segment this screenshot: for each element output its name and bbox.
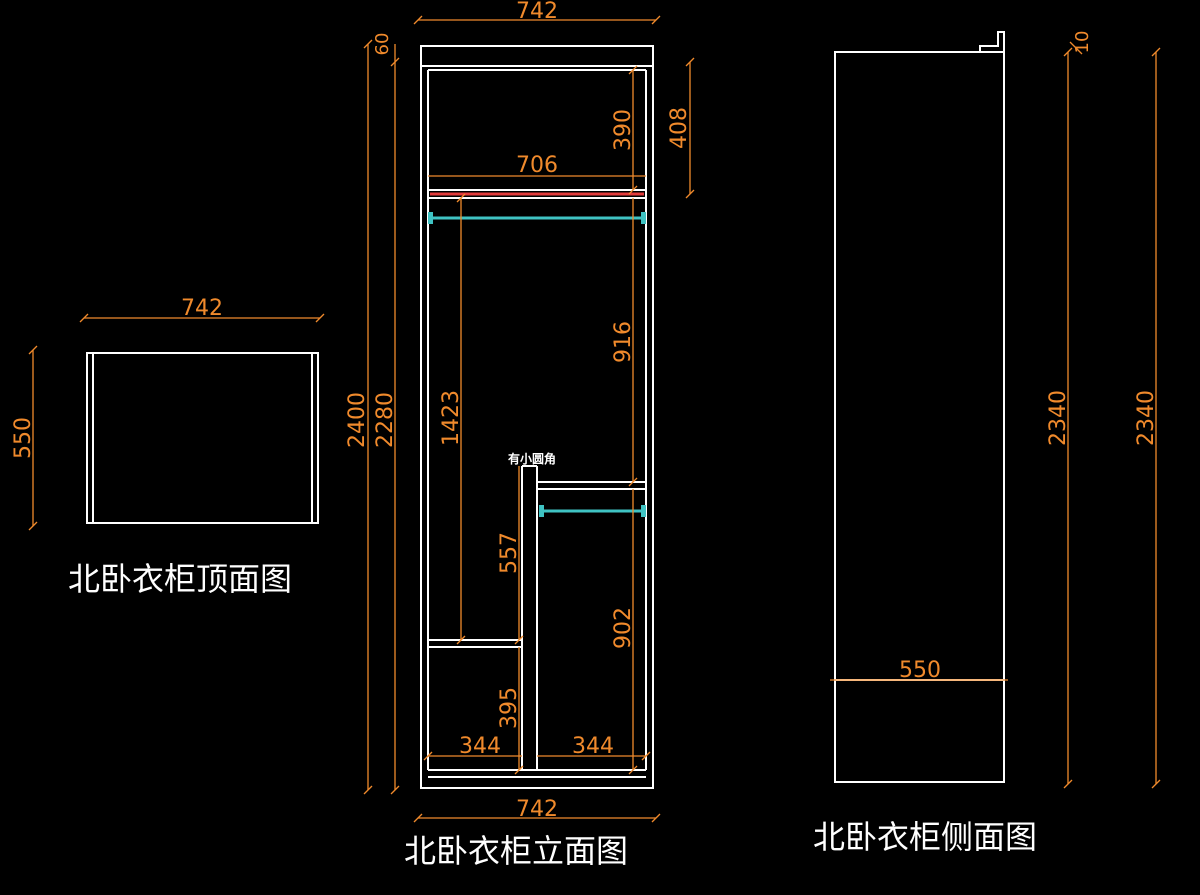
front-view-inner-height-tick-b (390, 785, 400, 795)
front-view-left-middle-label: 557 (497, 532, 522, 574)
front-view-note: 有小圆角 (508, 451, 556, 466)
top-view-title: 北卧衣柜顶面图 (68, 560, 292, 598)
front-view-left-bottom-label: 395 (497, 687, 522, 729)
side-view-height-outer-label: 2340 (1134, 390, 1159, 446)
side-view-top-step (979, 31, 1005, 52)
side-view-top-offset-label: 10 (1072, 31, 1093, 54)
front-view-inner-height-label: 2280 (373, 392, 398, 448)
top-view-width-label: 742 (181, 296, 223, 321)
front-view-hanging-height-tick-b (628, 477, 638, 487)
front-view-right-hanging-tick-b (628, 765, 638, 775)
front-view-bottom-width-tick-l (413, 813, 423, 823)
front-view-bottom-width-label: 742 (516, 797, 558, 822)
top-view-depth-tick-bottom (28, 521, 38, 531)
front-view-total-height-tick-t (363, 39, 373, 49)
side-view: 550 10 2340 2340 北卧衣柜侧面图 (813, 31, 1161, 856)
side-view-outline (834, 51, 1005, 783)
front-view-upper-outer-label: 408 (667, 107, 692, 149)
front-view-bottom-left-tick-l (423, 751, 433, 761)
front-view-left-bottom-tick-b (514, 765, 524, 775)
front-view-top-width-tick-l (413, 15, 423, 25)
side-view-height-inner-tick-b (1063, 779, 1073, 789)
front-view-left-hanging-tick-b (456, 635, 466, 645)
front-view-upper-compartment-tick-t (628, 65, 638, 75)
front-view-top-width-label: 742 (516, 0, 558, 24)
front-view-bottom-right-tick-r (641, 751, 651, 761)
front-view-bottom-left-label: 344 (459, 734, 501, 759)
side-view-height-outer-tick-b (1151, 779, 1161, 789)
top-view-outline (86, 352, 319, 524)
top-view-depth-label: 550 (11, 417, 36, 459)
front-view-top-width-tick-r (651, 15, 661, 25)
front-view-right-hanging-label: 902 (611, 607, 636, 649)
side-view-depth-label: 550 (899, 658, 941, 683)
front-view-bottom-width-tick-r (651, 813, 661, 823)
front-view-lower-rod-bracket-right (641, 505, 646, 517)
front-view-upper-outer-tick-b (685, 189, 695, 199)
front-view-top-panel-label: 60 (372, 33, 393, 56)
front-view-bottom-right-label: 344 (572, 734, 614, 759)
top-view: 742 550 北卧衣柜顶面图 (11, 296, 325, 598)
front-view-upper-outer-tick-t (685, 57, 695, 67)
top-view-depth-tick-top (28, 345, 38, 355)
front-view-top-panel (420, 45, 654, 67)
front-view-rod-bracket-left (428, 212, 433, 224)
front-view-total-height-tick-b (363, 785, 373, 795)
front-view-left-middle-tick-b (514, 635, 524, 645)
front-view-inner-width-label: 706 (516, 153, 558, 178)
front-view-lower-rod-bracket-left (539, 505, 544, 517)
front-view: 742 742 2400 2280 60 390 408 706 (345, 0, 695, 870)
side-view-top-offset-dim (1069, 41, 1083, 55)
front-view-title: 北卧衣柜立面图 (404, 832, 628, 870)
front-view-hanging-height-label: 916 (611, 321, 636, 363)
front-view-upper-compartment-tick-b (628, 185, 638, 195)
side-view-height-inner-tick-t (1063, 47, 1073, 57)
top-view-width-tick-right (315, 313, 325, 323)
front-view-left-hanging-label: 1423 (439, 390, 464, 446)
top-view-width-tick-left (79, 313, 89, 323)
front-view-left-hanging-tick-t (456, 193, 466, 203)
front-view-rod-bracket-right (641, 212, 646, 224)
side-view-height-outer-tick-t (1151, 47, 1161, 57)
front-view-total-height-label: 2400 (345, 392, 370, 448)
front-view-upper-compartment-label: 390 (611, 109, 636, 151)
front-view-outline (420, 65, 654, 789)
side-view-title: 北卧衣柜侧面图 (813, 818, 1037, 856)
side-view-height-inner-label: 2340 (1046, 390, 1071, 446)
